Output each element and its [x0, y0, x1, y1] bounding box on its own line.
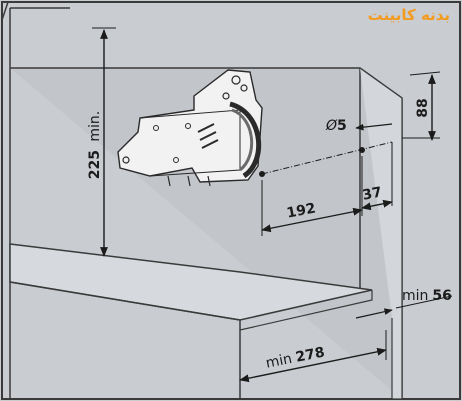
- top-panel-edge: [1, 1, 9, 21]
- side-depth-arrow: [355, 308, 393, 319]
- hole-point-front: [259, 171, 265, 177]
- hole-diameter-label: Ø5: [325, 118, 347, 134]
- top-offset-label: 88: [415, 98, 431, 117]
- height-label: 225 min.: [87, 111, 103, 180]
- shelf-depth-dimension-line: [239, 347, 387, 383]
- hole-spacing-label: 192: [285, 200, 317, 221]
- spacing-dimension-line: [261, 207, 363, 233]
- edge-offset-label: 37: [361, 184, 383, 203]
- mounting-axis-line: [261, 141, 393, 175]
- lift-mechanism: [117, 69, 263, 187]
- side-depth-leader: [395, 295, 453, 309]
- diameter-leader-line: [355, 123, 393, 131]
- shelf-side-edge: [239, 290, 373, 331]
- shelf-top: [9, 243, 373, 321]
- top-offset-extension-top: [409, 71, 441, 76]
- cabinet-body-title: بدنه کابینت: [367, 6, 450, 24]
- edge-offset-dimension-line: [361, 199, 393, 211]
- hole-point-rear: [359, 147, 365, 153]
- shelf-depth-label: min278: [264, 345, 326, 372]
